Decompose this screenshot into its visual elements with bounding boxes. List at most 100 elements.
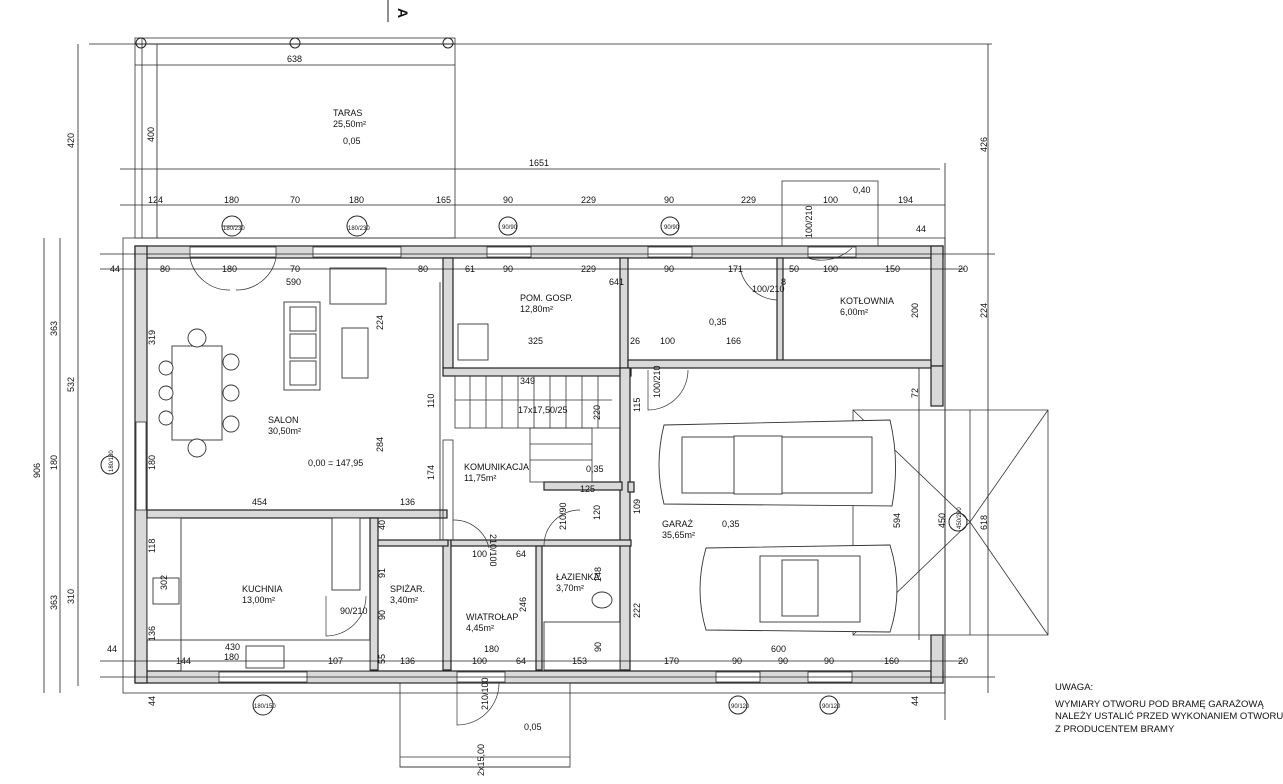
dim-120: 120: [592, 505, 602, 520]
dim-90-sp: 90: [377, 610, 387, 620]
opening-tag-9: 450/200: [957, 507, 963, 529]
dim-174: 174: [426, 465, 436, 480]
dim-349: 349: [520, 376, 535, 386]
dim-40: 40: [377, 520, 387, 530]
opening-tag-2: 180/230: [348, 226, 370, 232]
dim-inner-90: 90: [503, 264, 513, 274]
staircase: [454, 375, 621, 483]
dim-inner-100: 100: [823, 264, 838, 274]
dim-b-160: 160: [884, 656, 899, 666]
exterior-walls: [122, 237, 946, 694]
room-spizar-area: 3,40m²: [390, 595, 418, 605]
dim-426: 426: [979, 137, 989, 152]
room-labels: TARAS 25,50m² 0,05 SALON 30,50m² 0,00 = …: [242, 108, 894, 776]
dim-b-107: 107: [328, 656, 343, 666]
dim-638: 638: [287, 54, 302, 64]
dim-64: 64: [516, 549, 526, 559]
dim-b-90b: 90: [778, 656, 788, 666]
room-taras-name: TARAS: [333, 108, 362, 118]
entry-stairs-label: 2x15,00: [476, 744, 486, 776]
room-taras-level: 0,05: [343, 136, 361, 146]
dim-b-180b: 180: [484, 644, 499, 654]
dim-430: 430: [225, 642, 240, 652]
dim-inner-229: 229: [581, 264, 596, 274]
dimension-texts: 638 1651 124 180 70 180 165 90 229 90 22…: [32, 54, 989, 706]
opening-tag-8: 180/180: [109, 450, 115, 472]
room-garaz-name: GARAŻ: [662, 519, 694, 529]
dim-229b: 229: [741, 195, 756, 205]
dim-b-44r: 44: [910, 696, 920, 706]
room-kotlownia-area: 6,00m²: [840, 307, 868, 317]
opening-tag-6: 90/120: [731, 704, 750, 710]
note-line-1: WYMIARY OTWORU POD BRAMĘ GARAŻOWĄ: [1055, 698, 1264, 710]
dim-91: 91: [377, 568, 387, 578]
dim-906: 906: [32, 463, 42, 478]
opening-tag-1: 180/230: [223, 226, 245, 232]
dim-180-l2: 180: [147, 455, 157, 470]
dim-325: 325: [528, 336, 543, 346]
dim-inner-20: 20: [958, 264, 968, 274]
door-label-kotl-out: 100/210: [804, 205, 814, 238]
dim-532: 532: [66, 377, 76, 392]
dim-b-170: 170: [664, 656, 679, 666]
dim-inner-180: 180: [222, 264, 237, 274]
dim-319: 319: [147, 330, 157, 345]
room-lazienka-name: ŁAZIENKA: [556, 572, 600, 582]
dim-b-44: 44: [107, 644, 117, 654]
dim-b-64: 64: [516, 656, 526, 666]
dim-70: 70: [290, 195, 300, 205]
dim-115: 115: [632, 398, 642, 412]
dim-100-p: 100: [660, 336, 675, 346]
level-garaz: 0,35: [722, 519, 740, 529]
dim-26: 26: [630, 336, 640, 346]
dim-72: 72: [910, 388, 920, 398]
door-label-lazienka: 210/90: [558, 502, 568, 530]
room-salon-name: SALON: [268, 415, 299, 425]
stairs-label: 17x17,50/25: [518, 405, 568, 415]
dim-284: 284: [375, 437, 385, 452]
dim-100-w: 100: [472, 549, 487, 559]
dim-55: 55: [377, 654, 387, 664]
dim-b-136: 136: [400, 656, 415, 666]
room-kuchnia-area: 13,00m²: [242, 595, 275, 605]
dim-inner-61: 61: [465, 264, 475, 274]
dim-90a: 90: [503, 195, 513, 205]
dim-inner-80b: 80: [418, 264, 428, 274]
dim-194: 194: [898, 195, 913, 205]
dim-100a: 100: [823, 195, 838, 205]
room-komunikacja-area: 11,75m²: [464, 473, 496, 483]
dim-b-600: 600: [771, 644, 786, 654]
door-label-garaz: 100/210: [652, 365, 662, 398]
car-top: [658, 419, 896, 507]
dim-110: 110: [426, 394, 436, 408]
dim-125: 125: [580, 484, 595, 494]
dim-153-i: 153: [572, 656, 587, 666]
dim-1651: 1651: [529, 158, 549, 168]
room-kuchnia-name: KUCHNIA: [242, 584, 283, 594]
dim-b-100: 100: [472, 656, 487, 666]
door-label-entry: 210/100: [480, 677, 490, 710]
door-label-kotl: 100/210: [752, 284, 785, 294]
section-marker-a: A: [395, 8, 411, 18]
room-spizar-name: SPIŻAR.: [390, 584, 425, 594]
room-wiatrolap-name: WIATROŁAP: [466, 612, 518, 622]
note-box: UWAGA: WYMIARY OTWORU POD BRAMĘ GARAŻOWĄ…: [1055, 682, 1283, 736]
door-label-wiatrolap: 210/100: [488, 534, 498, 567]
opening-tag-7: 90/120: [822, 704, 841, 710]
dim-180-l: 180: [49, 455, 59, 470]
dim-310: 310: [66, 589, 76, 604]
room-pom-gosp-area: 12,80m²: [520, 304, 553, 314]
dim-136-l: 136: [147, 626, 157, 641]
terrace: [134, 37, 456, 239]
dim-166: 166: [726, 336, 741, 346]
dim-inner-590: 590: [286, 277, 301, 287]
dim-90b: 90: [664, 195, 674, 205]
door-swings: [189, 247, 853, 726]
room-garaz-area: 35,65m²: [662, 530, 695, 540]
dim-inner-50: 50: [789, 264, 799, 274]
level-main: 0,00 = 147,95: [308, 458, 363, 468]
room-kotlownia-name: KOTŁOWNIA: [840, 296, 894, 306]
dim-594: 594: [892, 513, 902, 528]
dim-inner-70: 70: [290, 264, 300, 274]
